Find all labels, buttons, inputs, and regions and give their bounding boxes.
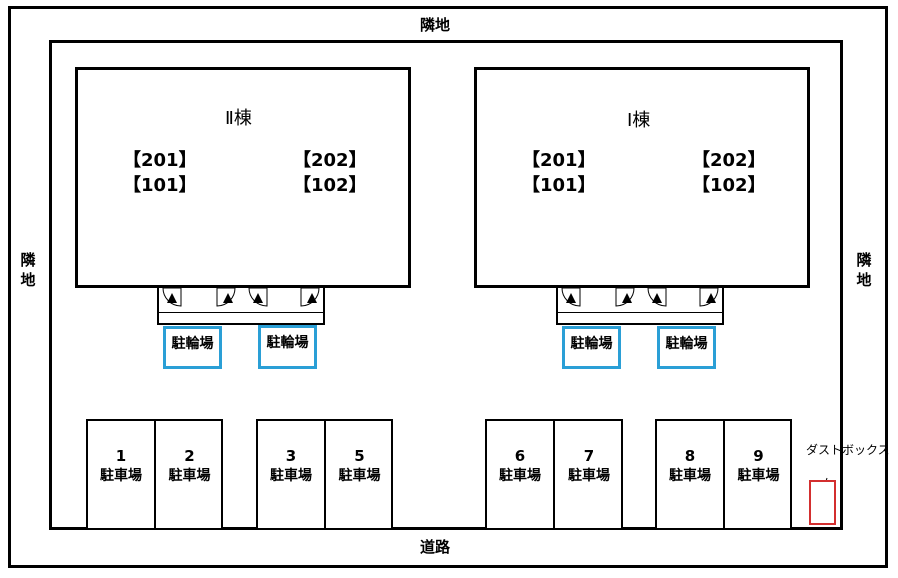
neighbor-left-char-2: 地 <box>20 271 36 289</box>
neighbor-left-char-1: 隣 <box>20 251 36 269</box>
entrance-step-building-2 <box>157 313 325 325</box>
building-1-name: Ⅰ棟 <box>627 110 651 131</box>
door-icon <box>600 288 640 312</box>
parking-space-2: 2 駐車場 <box>154 421 223 528</box>
door-icon <box>644 288 684 312</box>
parking-space-3: 3 駐車場 <box>258 421 324 528</box>
parking-label: 駐車場 <box>568 468 610 484</box>
neighbor-right-label: 隣 地 <box>854 250 874 290</box>
building-1-unit-102: 【102】 <box>692 175 766 196</box>
building-1-unit-101: 【101】 <box>522 175 596 196</box>
bicycle-parking: 駐輪場 <box>657 326 716 369</box>
building-1-unit-202: 【202】 <box>692 150 766 171</box>
building-1: Ⅰ棟 【201】 【202】 【101】 【102】 <box>474 67 810 288</box>
bicycle-parking: 駐輪場 <box>163 326 222 369</box>
parking-number: 6 <box>514 447 526 465</box>
dust-box-label: ダストボックス <box>806 443 890 457</box>
entrance-strip-building-2 <box>157 286 325 314</box>
parking-number: 8 <box>684 447 696 465</box>
parking-space-6: 6 駐車場 <box>487 421 553 528</box>
parking-group-8-9: 8 駐車場 9 駐車場 <box>655 419 792 528</box>
entrance-step-building-1 <box>556 313 724 325</box>
parking-space-5: 5 駐車場 <box>324 421 393 528</box>
parking-group-1-2: 1 駐車場 2 駐車場 <box>86 419 223 528</box>
parking-space-9: 9 駐車場 <box>723 421 792 528</box>
door-icon <box>285 288 325 312</box>
parking-number: 7 <box>583 447 595 465</box>
parking-number: 1 <box>115 447 127 465</box>
parking-space-7: 7 駐車場 <box>553 421 623 528</box>
building-2-unit-102: 【102】 <box>293 175 367 196</box>
door-icon <box>201 288 241 312</box>
parking-label: 駐車場 <box>338 468 381 484</box>
parking-label: 駐車場 <box>669 468 711 484</box>
bicycle-parking: 駐輪場 <box>562 326 621 369</box>
parking-space-1: 1 駐車場 <box>88 421 154 528</box>
door-icon <box>159 288 199 312</box>
building-2-unit-202: 【202】 <box>293 150 367 171</box>
building-2: Ⅱ棟 【201】 【202】 【101】 【102】 <box>75 67 411 288</box>
parking-label: 駐車場 <box>168 468 211 484</box>
parking-label: 駐車場 <box>499 468 541 484</box>
parking-space-8: 8 駐車場 <box>657 421 723 528</box>
neighbor-left-label: 隣 地 <box>18 250 38 290</box>
parking-number: 2 <box>184 447 195 465</box>
parking-group-6-7: 6 駐車場 7 駐車場 <box>485 419 623 528</box>
parking-number: 5 <box>354 447 365 465</box>
parking-label: 駐車場 <box>737 468 780 484</box>
building-1-unit-201: 【201】 <box>522 150 596 171</box>
entrance-strip-building-1 <box>556 286 724 314</box>
parking-number: 9 <box>753 447 764 465</box>
parking-number: 3 <box>285 447 297 465</box>
building-2-unit-201: 【201】 <box>123 150 197 171</box>
neighbor-right-char-1: 隣 <box>856 251 872 269</box>
neighbor-top-label: 隣地 <box>420 16 451 34</box>
neighbor-right-char-2: 地 <box>856 271 872 289</box>
site-inner-boundary <box>49 40 843 530</box>
door-icon <box>558 288 598 312</box>
door-icon <box>684 288 724 312</box>
building-2-unit-101: 【101】 <box>123 175 197 196</box>
dust-box <box>809 480 836 525</box>
bicycle-parking: 駐輪場 <box>258 325 317 369</box>
road-label: 道路 <box>420 538 451 556</box>
door-icon <box>245 288 285 312</box>
site-outer-boundary <box>8 6 888 568</box>
building-2-name: Ⅱ棟 <box>225 108 252 129</box>
parking-group-3-5: 3 駐車場 5 駐車場 <box>256 419 393 528</box>
parking-label: 駐車場 <box>270 468 312 484</box>
parking-label: 駐車場 <box>100 468 142 484</box>
